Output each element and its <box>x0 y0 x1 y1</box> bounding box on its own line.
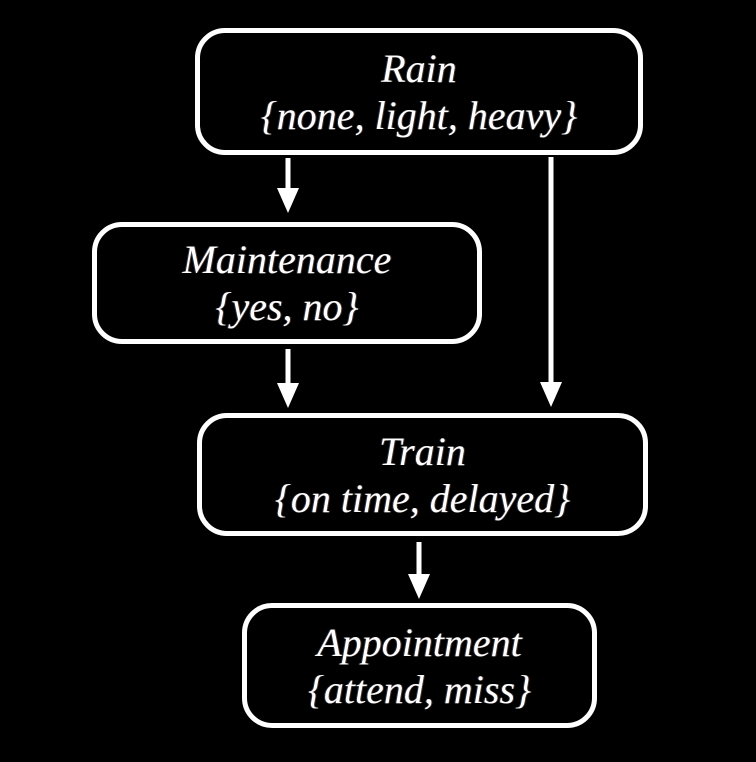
edge-rain-to-maintenance-arrow <box>277 158 299 213</box>
node-maintenance-values: {yes, no} <box>215 284 359 329</box>
node-train-values: {on time, delayed} <box>274 475 571 521</box>
edge-train-to-appointment-arrow <box>408 542 430 599</box>
edge-maintenance-to-train-arrow <box>277 349 299 408</box>
node-maintenance-label: Maintenance <box>182 237 392 282</box>
node-rain: Rain {none, light, heavy} <box>195 28 643 155</box>
node-appointment-label: Appointment <box>317 619 522 665</box>
node-rain-label: Rain <box>381 45 457 91</box>
node-rain-values: {none, light, heavy} <box>260 92 578 138</box>
edge-rain-to-train-arrow <box>540 157 562 407</box>
node-train: Train {on time, delayed} <box>197 413 648 536</box>
node-appointment: Appointment {attend, miss} <box>242 603 597 728</box>
node-maintenance: Maintenance {yes, no} <box>92 222 482 344</box>
node-appointment-values: {attend, miss} <box>307 666 532 712</box>
node-train-label: Train <box>379 428 466 474</box>
